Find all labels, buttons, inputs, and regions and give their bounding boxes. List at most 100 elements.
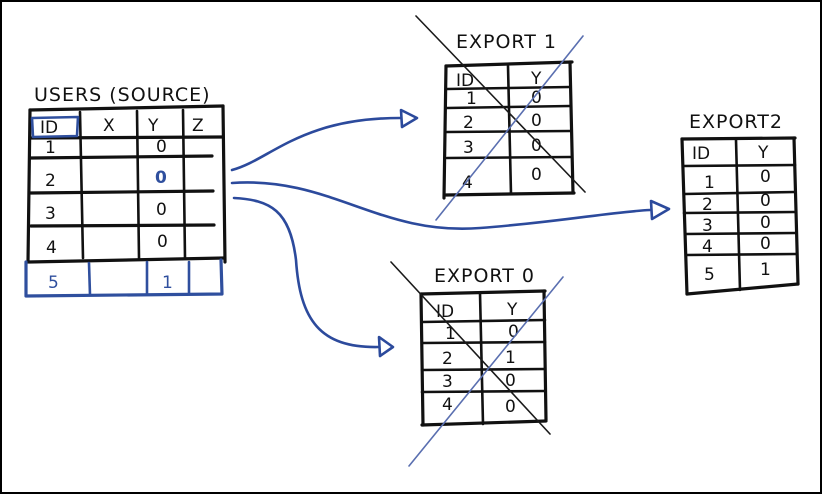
export1-row-line — [445, 104, 572, 110]
arrow-to-export0 — [232, 196, 380, 349]
source-cell: 2 — [45, 171, 56, 191]
export2-table: EXPORT2 ID Y 1 0 2 0 3 0 4 0 5 1 — [680, 111, 800, 296]
export1-cell: 2 — [463, 113, 474, 133]
new-row-box — [24, 258, 224, 298]
export0-cell: 0 — [505, 397, 516, 417]
source-col-line — [181, 108, 187, 260]
export0-table: EXPORT 0 ID Y 1 0 2 1 3 0 4 0 — [390, 261, 564, 467]
export0-row-line — [420, 340, 547, 345]
export0-cell: 2 — [442, 349, 453, 369]
export0-cell: 4 — [442, 395, 453, 415]
export2-cell: 0 — [760, 213, 771, 233]
source-row-line — [29, 223, 216, 228]
export0-cell: 3 — [442, 372, 453, 392]
export1-title: EXPORT 1 — [456, 31, 557, 53]
export2-header-id: ID — [692, 144, 710, 164]
export1-header-y: Y — [530, 69, 542, 89]
export2-cell: 1 — [760, 260, 771, 280]
export2-cell: 0 — [760, 234, 771, 254]
source-col-line — [78, 110, 85, 260]
export0-cell: 0 — [505, 371, 516, 391]
export1-cell: 0 — [531, 88, 542, 108]
source-cell: 1 — [45, 138, 56, 158]
export2-bottom-line — [685, 282, 800, 296]
source-left-line — [26, 108, 32, 264]
export1-right-line — [568, 60, 575, 195]
export2-cell: 3 — [702, 216, 713, 236]
export0-cell: 1 — [505, 348, 516, 368]
source-cell: 0 — [157, 232, 168, 252]
export1-cell: 0 — [531, 165, 542, 185]
source-col-line — [135, 109, 141, 260]
export0-top-line — [419, 289, 547, 296]
source-top-line — [28, 104, 225, 112]
export0-cross-out — [390, 261, 551, 435]
export1-header-line — [445, 85, 572, 91]
source-header-line — [28, 135, 224, 140]
export2-cell: 0 — [760, 167, 771, 187]
export2-row-line — [684, 252, 798, 257]
export0-row-line — [420, 389, 547, 394]
arrowhead-icon — [399, 108, 419, 129]
source-cell: 0 — [156, 137, 167, 157]
export2-cell: 0 — [760, 191, 771, 211]
export2-title: EXPORT2 — [689, 111, 783, 133]
connection-arrows — [230, 108, 671, 358]
export0-cross-out — [408, 276, 564, 467]
export1-row-line — [445, 155, 572, 160]
export2-row-line — [682, 190, 797, 196]
source-cell: 3 — [45, 204, 56, 224]
export0-title: EXPORT 0 — [434, 265, 535, 287]
source-right-line — [221, 104, 227, 264]
new-row-y: 1 — [162, 273, 173, 293]
export0-col-line — [478, 291, 485, 426]
export0-header-line — [420, 318, 547, 324]
export2-cell: 5 — [704, 265, 715, 285]
arrow-to-export1 — [230, 116, 402, 172]
source-cell: 0 — [156, 200, 167, 220]
source-header-x: X — [103, 116, 115, 136]
export2-row-line — [682, 210, 797, 215]
new-row-col-line — [87, 261, 92, 297]
export1-row-line — [445, 129, 572, 134]
arrowhead-icon — [649, 199, 671, 221]
arrowhead-icon — [377, 335, 395, 358]
export1-cross-out — [415, 15, 586, 193]
export1-cell: 3 — [463, 138, 474, 158]
source-bottom-line — [27, 256, 226, 264]
export0-header-y: Y — [506, 300, 518, 320]
export2-header-line — [681, 163, 797, 168]
export2-col-line — [734, 138, 742, 292]
source-row-line — [29, 189, 215, 195]
export1-left-line — [442, 64, 448, 200]
export0-cell: 0 — [508, 322, 519, 342]
new-row-id: 5 — [48, 273, 59, 293]
export2-cell: 1 — [704, 173, 715, 193]
export1-header-id: ID — [456, 71, 474, 91]
source-row-line — [29, 154, 214, 160]
export1-cell: 4 — [462, 173, 473, 193]
export1-table: EXPORT 1 ID Y 1 0 2 0 3 0 4 0 — [415, 15, 586, 221]
export2-right-line — [792, 136, 800, 286]
export1-cell: 0 — [531, 136, 542, 156]
export0-left-line — [419, 292, 425, 427]
export2-cell: 4 — [702, 237, 713, 257]
export0-header-id: ID — [436, 302, 454, 322]
export2-row-line — [683, 231, 797, 236]
export1-cell: 1 — [466, 89, 477, 109]
export0-row-line — [420, 367, 547, 372]
export2-header-y: Y — [757, 143, 769, 163]
export2-left-line — [680, 137, 689, 296]
export2-top-line — [680, 136, 797, 141]
export1-cross-out — [435, 35, 584, 221]
source-header-y: Y — [147, 116, 159, 136]
source-table-title: USERS (SOURCE) — [34, 84, 211, 106]
source-header-id: ID — [40, 118, 58, 138]
export1-cell: 0 — [531, 111, 542, 131]
source-header-z: Z — [192, 116, 204, 136]
id-header-highlight — [30, 115, 80, 139]
export0-cell: 1 — [445, 324, 456, 344]
export1-top-line — [444, 60, 574, 68]
source-cell: 4 — [46, 238, 57, 258]
